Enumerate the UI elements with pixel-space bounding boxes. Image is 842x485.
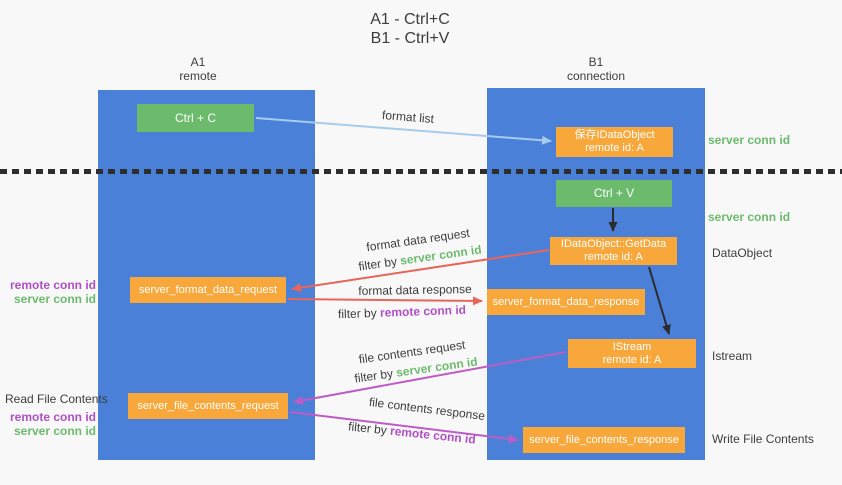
format-data-response-filter-label: filter by remote conn id	[338, 303, 466, 321]
format-response-label: server_format_data_response	[492, 295, 640, 308]
file-remote-conn-id-label: remote conn id	[9, 410, 96, 424]
right-label-write-file-contents: Write File Contents	[712, 432, 814, 446]
node-istream: IStream remote id: A	[568, 339, 696, 368]
node-server-format-data-response: server_format_data_response	[487, 289, 645, 315]
column-a1-subtitle: remote	[179, 69, 217, 83]
file-contents-response-label: file contents response	[368, 394, 486, 424]
istream-line1: IStream	[612, 340, 652, 353]
filter-remote-conn-id-2: remote conn id	[389, 423, 477, 447]
format-server-conn-id-label: server conn id	[13, 292, 96, 306]
right-label-server-conn-id-top: server conn id	[708, 133, 791, 147]
save-idataobject-line1: 保存IDataObject	[574, 129, 655, 141]
format-request-label: server_format_data_request	[138, 283, 278, 296]
filter-by-text-2: filter by	[337, 305, 377, 322]
file-response-label: server_file_contents_response	[529, 433, 679, 446]
file-server-conn-id-label: server conn id	[13, 424, 96, 438]
node-save-idataobject: 保存IDataObject remote id: A	[556, 127, 673, 157]
left-label-read-file-contents: Read File Contents	[5, 392, 108, 406]
format-data-response-label: format data response	[358, 282, 472, 298]
getdata-line1: IDataObject::GetData	[560, 238, 667, 250]
diagram-title: A1 - Ctrl+C B1 - Ctrl+V	[300, 10, 520, 48]
filter-by-text-1: filter by	[357, 254, 398, 274]
left-conn-id-block-file: remote conn id server conn id	[8, 410, 96, 438]
left-conn-id-block-format: remote conn id server conn id	[8, 278, 96, 306]
node-server-file-contents-request: server_file_contents_request	[128, 393, 288, 419]
title-line-a1: A1 - Ctrl+C	[370, 11, 450, 28]
column-header-a1: A1 remote	[98, 55, 298, 83]
format-remote-conn-id-label: remote conn id	[9, 278, 96, 292]
node-server-file-contents-response: server_file_contents_response	[523, 427, 685, 453]
format-data-response-arrow	[287, 296, 483, 306]
node-server-format-data-request: server_format_data_request	[130, 277, 286, 303]
node-idataobject-getdata: IDataObject::GetData remote id: A	[550, 237, 677, 265]
column-b1-subtitle: connection	[566, 69, 626, 83]
right-label-server-conn-id-mid: server conn id	[708, 210, 791, 224]
ctrl-v-label: Ctrl + V	[593, 186, 635, 200]
filter-by-text-3: filter by	[353, 366, 394, 386]
file-contents-response-filter-label: filter by remote conn id	[348, 419, 477, 446]
filter-by-text-4: filter by	[347, 419, 388, 438]
file-request-label: server_file_contents_request	[137, 399, 279, 412]
save-idataobject-line2: remote id: A	[585, 142, 644, 154]
right-label-dataobject: DataObject	[712, 246, 773, 260]
filter-remote-conn-id-1: remote conn id	[379, 302, 467, 320]
title-line-b1: B1 - Ctrl+V	[370, 30, 450, 47]
ctrl-c-label: Ctrl + C	[174, 110, 216, 125]
node-ctrl-v: Ctrl + V	[556, 180, 672, 207]
column-header-b1: B1 connection	[487, 55, 705, 83]
istream-line2: remote id: A	[602, 353, 662, 366]
format-list-label: format list	[381, 107, 435, 127]
node-ctrl-c: Ctrl + C	[137, 104, 254, 132]
session-divider-dotted-line	[0, 169, 842, 174]
column-a1-name: A1	[190, 55, 206, 69]
right-label-istream: Istream	[712, 349, 753, 363]
column-b1-name: B1	[588, 55, 604, 69]
getdata-line2: remote id: A	[584, 251, 643, 263]
